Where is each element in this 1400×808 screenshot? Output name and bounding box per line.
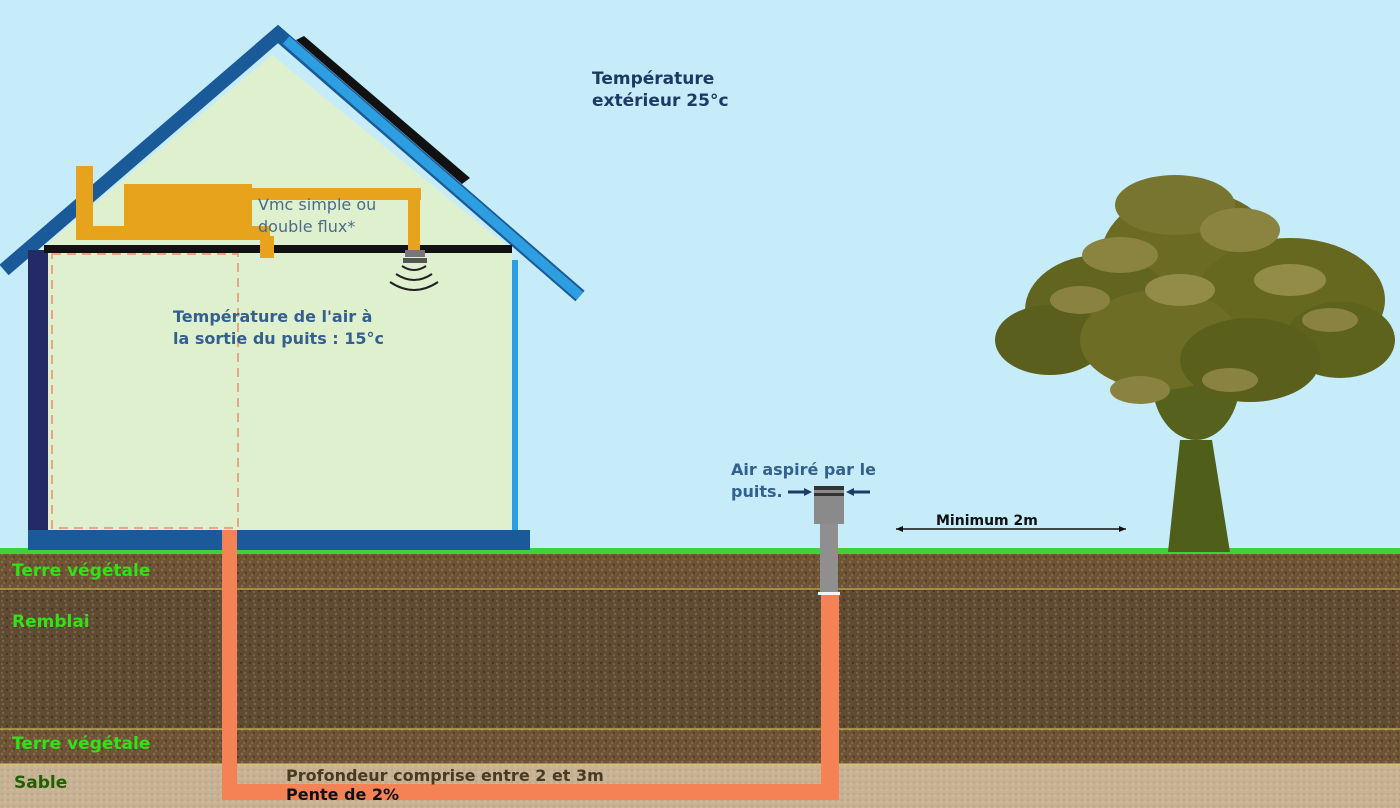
vmc-label: Vmc simple ou double flux* (258, 194, 376, 238)
soil-layer-sand-label: Sable (14, 773, 68, 793)
topsoil-layer-2 (0, 729, 1400, 764)
vmc-line-2: double flux* (258, 217, 356, 236)
grass-line (0, 548, 1400, 554)
topsoil-layer (0, 553, 1400, 589)
tree-icon (995, 175, 1395, 552)
air-intake-line-1: Air aspiré par le (731, 460, 876, 479)
air-intake-tower (814, 486, 844, 595)
roof-right-highlight (282, 36, 584, 300)
outdoor-temperature-label: Température extérieur 25°c (592, 68, 729, 112)
solar-panel (296, 36, 470, 184)
left-wall (28, 250, 48, 550)
soil-layer-backfill-label: Remblai (12, 612, 90, 632)
slope-label: Pente de 2% (286, 785, 400, 804)
soil-layer-topsoil-label: Terre végétale (12, 561, 151, 581)
soil-layers (0, 553, 1400, 808)
well-outlet-line-2: la sortie du puits : 15°c (173, 329, 385, 348)
outdoor-temperature-line-1: Température (592, 69, 715, 89)
air-vent-icon (389, 250, 439, 291)
air-intake-label: Air aspiré par le puits. (731, 459, 876, 503)
well-outlet-line-1: Température de l'air à (173, 307, 373, 326)
house (0, 24, 585, 550)
house-floor (28, 530, 530, 550)
distance-measure (896, 526, 1126, 532)
soil-layer-topsoil-2-label: Terre végétale (12, 734, 151, 754)
air-intake-line-2: puits. (731, 482, 783, 501)
outdoor-temperature-line-2: extérieur 25°c (592, 91, 729, 111)
dashed-duct-inside (51, 253, 239, 529)
depth-label: Profondeur comprise entre 2 et 3m (286, 766, 604, 785)
vmc-line-1: Vmc simple ou (258, 195, 377, 214)
house-wall (40, 55, 512, 537)
intake-arrow-icon (788, 488, 870, 496)
ceiling-line (44, 245, 512, 253)
right-wall (512, 260, 518, 540)
backfill-layer (0, 589, 1400, 729)
buried-pipe (222, 530, 839, 800)
well-outlet-temperature-label: Température de l'air à la sortie du puit… (173, 306, 384, 350)
minimum-distance-label: Minimum 2m (936, 513, 1038, 529)
vmc-duct (76, 166, 421, 258)
